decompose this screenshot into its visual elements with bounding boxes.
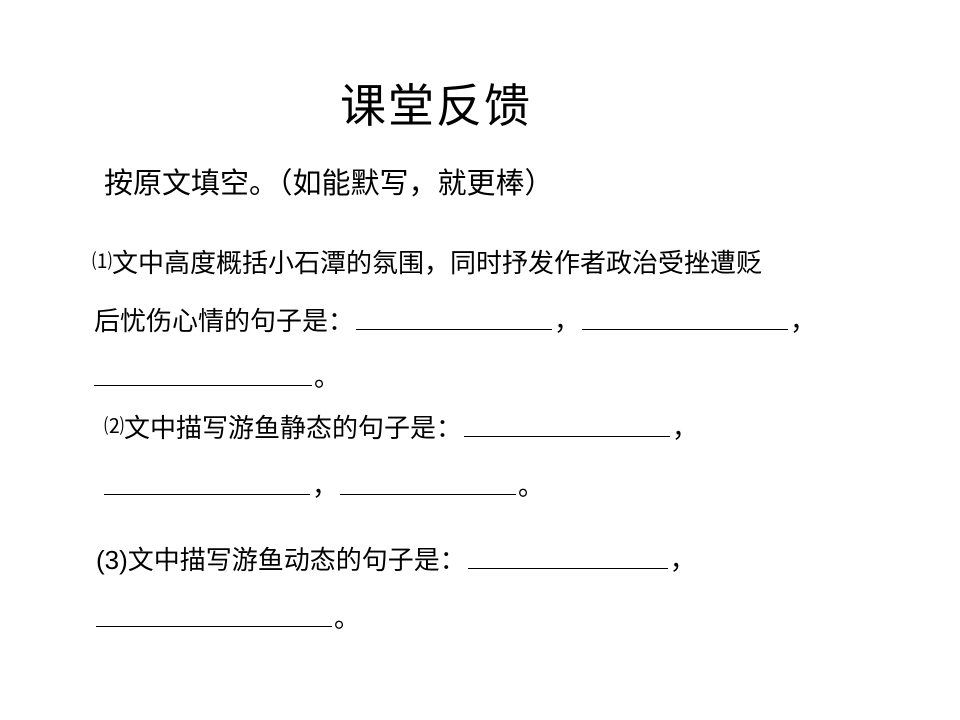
answer-blank-2a[interactable]: [464, 410, 671, 437]
question-1-line-3: 。: [94, 357, 340, 394]
question-2-separator-2: ，: [312, 472, 339, 502]
question-1-text-line-2: 后忧伤心情的句子是：: [94, 307, 355, 337]
question-1-separator-1: ，: [554, 307, 581, 337]
question-2-text: 文中描写游鱼静态的句子是：: [124, 414, 463, 444]
question-1-separator-2: ，: [790, 307, 817, 337]
answer-blank-1a[interactable]: [356, 303, 553, 330]
answer-blank-2b[interactable]: [104, 468, 310, 495]
question-2-line-2: ，。: [104, 466, 544, 503]
question-1-end: 。: [314, 363, 341, 393]
question-3-end: 。: [334, 604, 361, 634]
question-1-number: ⑴: [92, 249, 112, 273]
question-3-line-1: (3)文中描写游鱼动态的句子是： ，: [96, 540, 696, 577]
page-title: 课堂反馈: [340, 79, 532, 133]
answer-blank-2c[interactable]: [340, 468, 517, 495]
question-3-text: 文中描写游鱼动态的句子是：: [127, 546, 466, 576]
question-1-text-line-1: 文中高度概括小石潭的氛围，同时抒发作者政治受挫遭贬: [112, 249, 763, 279]
question-1-line-2: 后忧伤心情的句子是： ， ，: [94, 301, 816, 338]
question-3-number: (3): [96, 545, 128, 575]
question-2-line-1: ⑵文中描写游鱼静态的句子是： ，: [104, 408, 698, 445]
question-2-number: ⑵: [104, 414, 124, 438]
answer-blank-1b[interactable]: [582, 303, 789, 330]
question-2-end: 。: [518, 472, 545, 502]
question-3-separator-1: ，: [669, 546, 696, 576]
answer-blank-1c[interactable]: [94, 359, 312, 386]
answer-blank-3b[interactable]: [96, 600, 332, 627]
question-2-separator-1: ，: [672, 414, 699, 444]
question-1-line-1: ⑴文中高度概括小石潭的氛围，同时抒发作者政治受挫遭贬: [92, 243, 762, 280]
instruction-text: 按原文填空。（如能默写，就更棒）: [104, 166, 554, 200]
question-3-line-2: 。: [96, 598, 360, 635]
answer-blank-3a[interactable]: [467, 542, 668, 569]
